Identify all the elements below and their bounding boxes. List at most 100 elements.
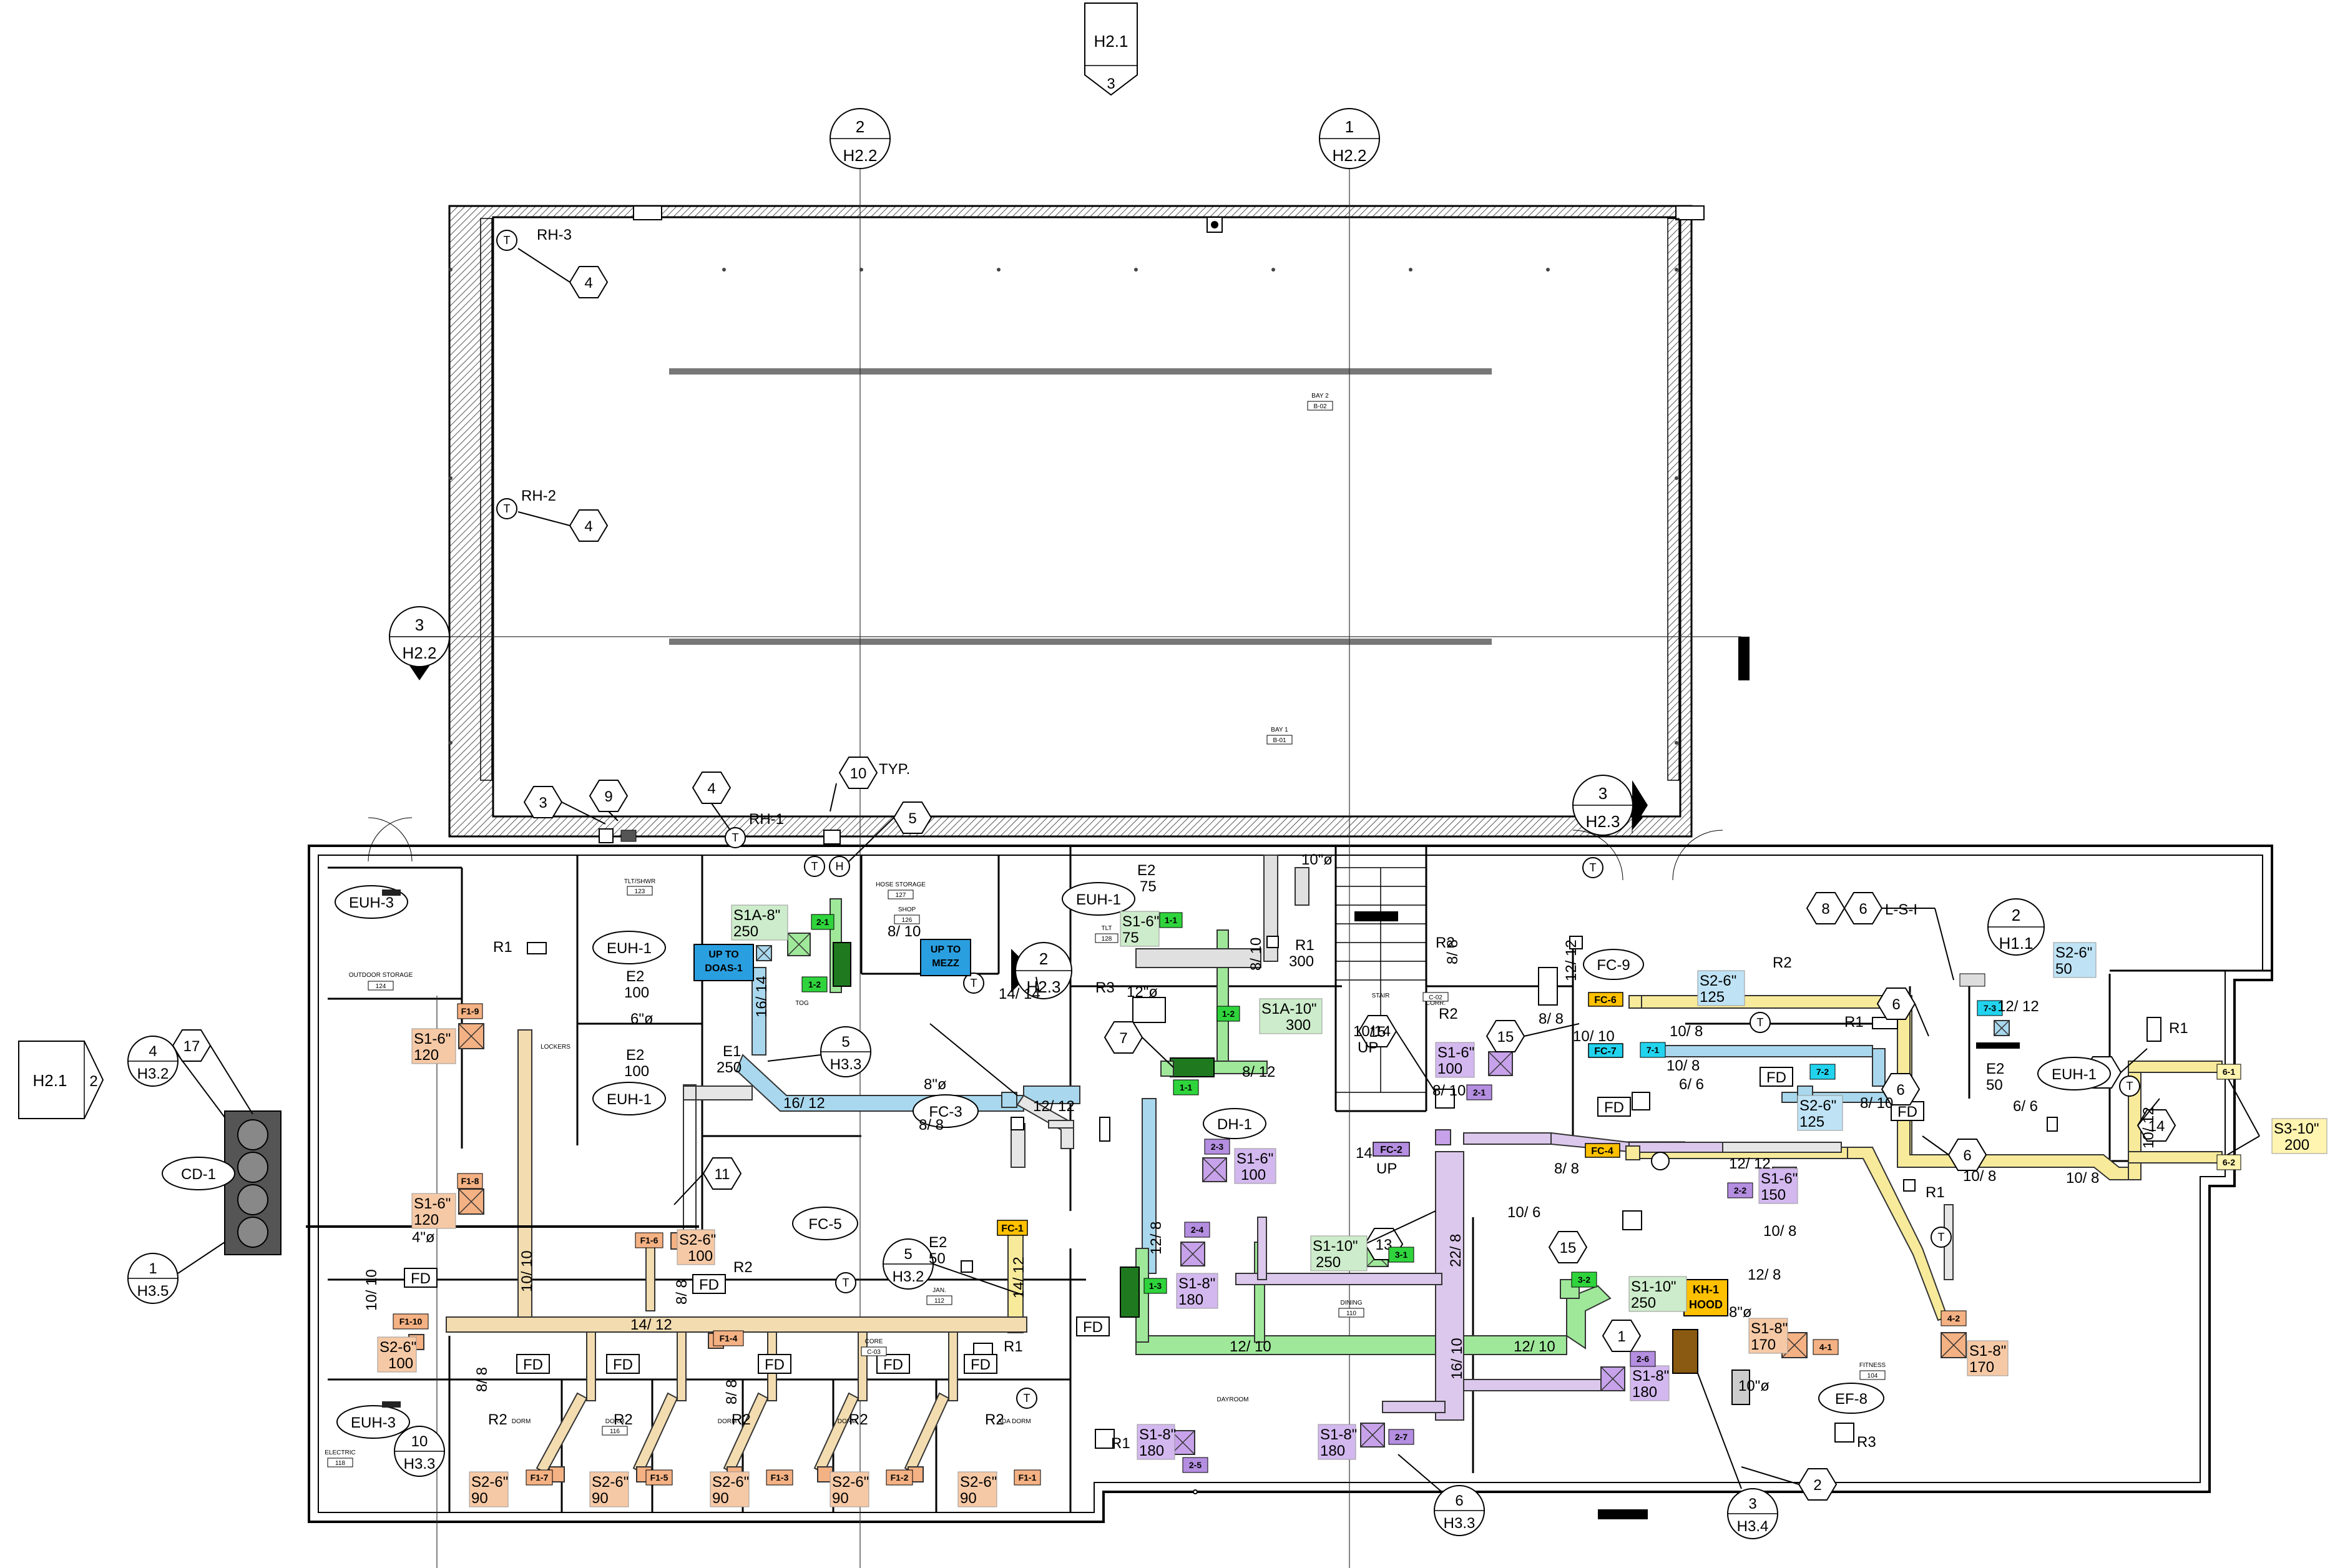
kh1-label: KH-1 HOOD — [1689, 1283, 1723, 1311]
svg-text:R2: R2 — [1773, 954, 1792, 971]
svg-text:250: 250 — [1316, 1254, 1341, 1271]
fc1-label: FC-1 — [1001, 1223, 1024, 1234]
svg-text:90: 90 — [712, 1490, 729, 1507]
svg-text:12/ 10: 12/ 10 — [1230, 1338, 1271, 1355]
svg-text:8/ 8: 8/ 8 — [474, 1367, 491, 1392]
svg-text:2-1: 2-1 — [816, 917, 829, 927]
svg-text:R1: R1 — [493, 939, 512, 956]
svg-text:F1-2: F1-2 — [891, 1472, 909, 1482]
svg-text:B-01: B-01 — [1273, 737, 1286, 744]
svg-text:E2: E2 — [929, 1234, 947, 1251]
svg-text:200: 200 — [2284, 1137, 2309, 1154]
svg-text:S2-6": S2-6" — [679, 1232, 716, 1248]
svg-text:FD: FD — [971, 1356, 991, 1373]
section-cut-2-h2.3: 2 H2.3 — [1011, 942, 1072, 999]
svg-text:S1-8": S1-8" — [1969, 1343, 2006, 1360]
svg-text:F1-9: F1-9 — [461, 1006, 479, 1016]
svg-text:120: 120 — [414, 1047, 439, 1064]
section-2b-sheet: H2.3 — [1027, 978, 1061, 996]
svg-text:ELECTRIC: ELECTRIC — [325, 1449, 355, 1456]
svg-text:LOCKERS: LOCKERS — [541, 1044, 570, 1051]
section-3b-number: 3 — [1598, 784, 1607, 803]
svg-text:180: 180 — [1632, 1384, 1657, 1401]
svg-text:124: 124 — [376, 983, 386, 990]
fc3-label: FC-3 — [929, 1104, 962, 1120]
svg-text:S1-6": S1-6" — [414, 1031, 451, 1047]
svg-text:7-2: 7-2 — [1816, 1067, 1829, 1077]
svg-text:2-2: 2-2 — [1734, 1185, 1746, 1195]
typ-note: TYP. — [879, 761, 910, 778]
svg-text:S1-6": S1-6" — [1236, 1150, 1273, 1167]
svg-text:12/ 12: 12/ 12 — [1729, 1155, 1771, 1172]
svg-text:6"ø: 6"ø — [630, 1011, 653, 1027]
svg-text:DORM: DORM — [718, 1418, 737, 1425]
svg-text:C-02: C-02 — [1429, 994, 1442, 1001]
svg-text:F1-7: F1-7 — [531, 1472, 549, 1482]
svg-text:8/ 12: 8/ 12 — [1242, 1064, 1275, 1080]
section-cut-2-h1.1: 2 H1.1 — [1987, 898, 2045, 956]
svg-text:E2: E2 — [626, 968, 644, 985]
svg-text:1-1: 1-1 — [1180, 1082, 1192, 1092]
svg-text:R1: R1 — [1926, 1184, 1945, 1201]
svg-text:E1: E1 — [723, 1043, 741, 1060]
svg-text:R1: R1 — [1844, 1014, 1864, 1031]
svg-text:6/ 6: 6/ 6 — [2013, 1098, 2038, 1115]
svg-text:16/ 14: 16/ 14 — [753, 976, 770, 1017]
svg-text:H3.5: H3.5 — [137, 1283, 169, 1300]
svg-text:10"ø: 10"ø — [1738, 1378, 1770, 1394]
fc6-label: FC-6 — [1594, 995, 1617, 1006]
svg-text:S1-6": S1-6" — [1122, 913, 1159, 930]
duct-blue-4 — [1647, 1045, 1873, 1057]
svg-text:8/ 10: 8/ 10 — [1248, 938, 1265, 971]
svg-text:4: 4 — [707, 780, 715, 797]
svg-text:FD: FD — [1897, 1104, 1917, 1120]
svg-text:116: 116 — [610, 1428, 620, 1435]
svg-text:B-02: B-02 — [1313, 403, 1327, 410]
svg-text:7: 7 — [1119, 1030, 1127, 1047]
svg-text:F1-6: F1-6 — [640, 1235, 658, 1245]
svg-text:R3: R3 — [1857, 1434, 1876, 1451]
svg-text:9: 9 — [604, 788, 612, 805]
svg-text:16/ 10: 16/ 10 — [1449, 1338, 1466, 1379]
section-3-sheet: H2.2 — [403, 644, 437, 662]
svg-text:CORE: CORE — [865, 1338, 883, 1345]
svg-text:S1-8": S1-8" — [1751, 1320, 1788, 1337]
detail-4-h3.2: 4 H3.2 — [127, 1036, 179, 1087]
svg-text:22/ 8: 22/ 8 — [1447, 1234, 1464, 1267]
svg-text:TLT: TLT — [1101, 925, 1112, 932]
svg-text:H3.3: H3.3 — [830, 1056, 862, 1073]
svg-text:10/ 8: 10/ 8 — [1763, 1223, 1796, 1240]
svg-text:8/ 10: 8/ 10 — [1860, 1095, 1893, 1112]
svg-text:7-1: 7-1 — [1647, 1045, 1659, 1055]
svg-text:DORM: DORM — [605, 1418, 625, 1425]
quarters-exterior-wall — [308, 845, 2273, 1523]
svg-text:H3.3: H3.3 — [404, 1456, 436, 1472]
svg-text:1: 1 — [149, 1260, 157, 1277]
svg-text:FD: FD — [1083, 1319, 1103, 1336]
svg-text:ADA DORM: ADA DORM — [997, 1418, 1030, 1425]
svg-text:S3-10": S3-10" — [2274, 1120, 2319, 1137]
section-2b-number: 2 — [1039, 949, 1048, 968]
svg-text:15: 15 — [1560, 1240, 1577, 1257]
svg-text:125: 125 — [1799, 1114, 1824, 1130]
section-left-number: H2.1 — [33, 1071, 67, 1090]
svg-text:90: 90 — [960, 1490, 977, 1507]
up-to-doas-text-wrap: UP TO DOAS-1 — [705, 949, 742, 974]
svg-text:FD: FD — [523, 1356, 543, 1373]
svg-text:17: 17 — [184, 1038, 200, 1055]
svg-text:2-1: 2-1 — [1473, 1087, 1486, 1097]
fc-tag-labels: FC-1 FC-2 FC-4 FC-6 FC-7 — [1001, 995, 1617, 1234]
svg-text:S1-6": S1-6" — [1437, 1044, 1474, 1061]
svg-text:100: 100 — [388, 1355, 413, 1372]
svg-text:S2-6": S2-6" — [832, 1474, 869, 1491]
svg-text:1-2: 1-2 — [808, 979, 821, 989]
svg-text:OUTDOOR STORAGE: OUTDOOR STORAGE — [349, 972, 413, 979]
keynote-numbers: 4 4 3 9 4 10 5 7 17 11 15 15 13 15 6 6 6… — [184, 275, 2165, 1494]
svg-text:6: 6 — [1859, 901, 1867, 918]
euh1-label-2: EUH-1 — [607, 1091, 652, 1108]
fc2-label: FC-2 — [1380, 1145, 1402, 1155]
svg-text:2: 2 — [1813, 1477, 1821, 1494]
svg-text:FD: FD — [1766, 1069, 1786, 1086]
rh2-label: RH-2 — [521, 488, 556, 504]
svg-text:S2-6": S2-6" — [712, 1474, 749, 1491]
